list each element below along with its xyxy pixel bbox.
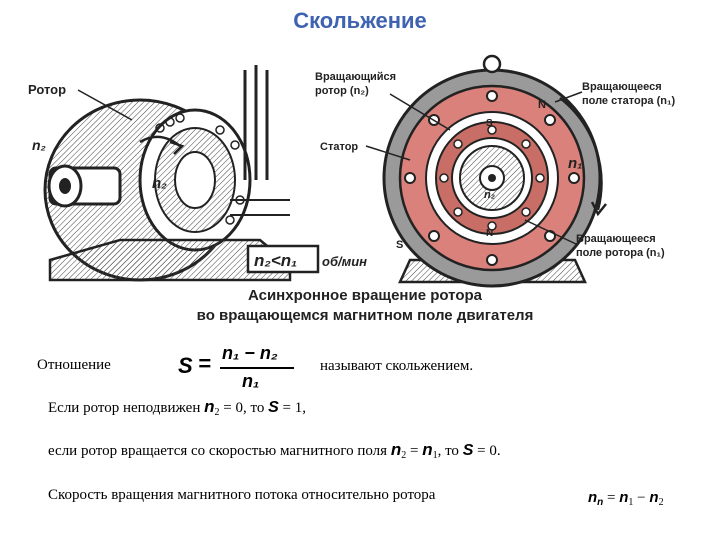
line2-text: Если ротор неподвижен bbox=[48, 400, 201, 416]
label-rotating-rotor-l2: ротор (n₂) bbox=[315, 85, 369, 97]
line2-s: S bbox=[268, 399, 279, 416]
line4-sub1: 1 bbox=[628, 497, 634, 508]
line4-n2: n bbox=[649, 489, 659, 506]
line3-sub1: 1 bbox=[432, 450, 438, 461]
stator-cross-section-drawing bbox=[382, 54, 607, 288]
line4-eq: = bbox=[607, 490, 616, 506]
line3-text: если ротор вращается со скоростью магнит… bbox=[48, 443, 388, 459]
line4-subn: n bbox=[597, 497, 604, 508]
motor-illustration: Ротор n₂ n₂ n₂<n₁ об/мин Вращающ bbox=[28, 54, 676, 324]
formula-denominator: n₁ bbox=[242, 371, 260, 391]
slide-title: Скольжение bbox=[293, 8, 427, 33]
flux-speed-formula: nn = n1 − n2 bbox=[588, 489, 664, 508]
fraction-bar bbox=[220, 367, 294, 369]
label-stator-field-l1: Вращающееся bbox=[582, 81, 662, 93]
speed-comparison-box: n₂<n₁ bbox=[254, 251, 297, 270]
line3-n1: n bbox=[422, 440, 433, 459]
formula-trail: называют скольжением. bbox=[320, 358, 474, 374]
line4-nn: n bbox=[588, 489, 598, 506]
pole-s-bottom: S bbox=[396, 239, 403, 251]
line4-sub2: 2 bbox=[658, 497, 664, 508]
line3-n2: n bbox=[390, 440, 402, 459]
line2-sub: 2 bbox=[214, 407, 220, 418]
label-rotor: Ротор bbox=[28, 82, 66, 97]
label-n1-right: n₁ bbox=[568, 155, 582, 172]
formula-numerator: n₁ − n₂ bbox=[222, 343, 278, 363]
rotor-synchronous-statement: если ротор вращается со скоростью магнит… bbox=[48, 440, 501, 461]
caption-line-2: во вращающемся магнитном поле двигателя bbox=[197, 307, 534, 324]
speed-unit-label: об/мин bbox=[322, 254, 367, 269]
label-n2-center: n₂ bbox=[152, 175, 167, 192]
line2-eq1: = 1, bbox=[282, 400, 306, 416]
label-rotor-field-l2: поле ротора (n₁) bbox=[576, 247, 665, 259]
pole-s-rotor: S bbox=[486, 118, 493, 129]
flux-speed-statement: Скорость вращения магнитного потока отно… bbox=[48, 487, 435, 504]
motor-cutaway-drawing bbox=[43, 65, 292, 282]
line3-sub2: 2 bbox=[401, 450, 407, 461]
label-rotating-rotor-l1: Вращающийся bbox=[315, 71, 396, 83]
caption-line-1: Асинхронное вращение ротора bbox=[248, 287, 483, 304]
line3-eq: = bbox=[409, 443, 419, 459]
label-rotor-field-l1: Вращающееся bbox=[576, 233, 656, 245]
pole-n-top: N bbox=[538, 99, 546, 111]
line4-minus: − bbox=[637, 490, 646, 506]
line3-comma: , то bbox=[437, 443, 459, 459]
line2-eq0: = 0, то bbox=[223, 400, 265, 416]
line3-s: S bbox=[462, 442, 474, 459]
formula-eq: = bbox=[198, 351, 211, 376]
formula-s: S bbox=[178, 353, 193, 378]
line2-n: n bbox=[204, 397, 215, 416]
line3-eq0: = 0. bbox=[477, 443, 501, 459]
slip-formula: S = n₁ − n₂ n₁ bbox=[178, 343, 298, 395]
formula-lead: Отношение bbox=[37, 357, 111, 373]
label-n2-left: n₂ bbox=[32, 137, 46, 153]
pole-n-rotor: N bbox=[486, 228, 493, 239]
rotor-stationary-statement: Если ротор неподвижен n2 = 0, то S = 1, bbox=[48, 397, 306, 418]
label-stator: Статор bbox=[320, 141, 358, 153]
line4-text: Скорость вращения магнитного потока отно… bbox=[48, 487, 436, 503]
label-n2-right: n₂ bbox=[484, 189, 495, 201]
label-stator-field-l2: поле статора (n₁) bbox=[582, 95, 676, 107]
line4-n1: n bbox=[619, 489, 629, 506]
